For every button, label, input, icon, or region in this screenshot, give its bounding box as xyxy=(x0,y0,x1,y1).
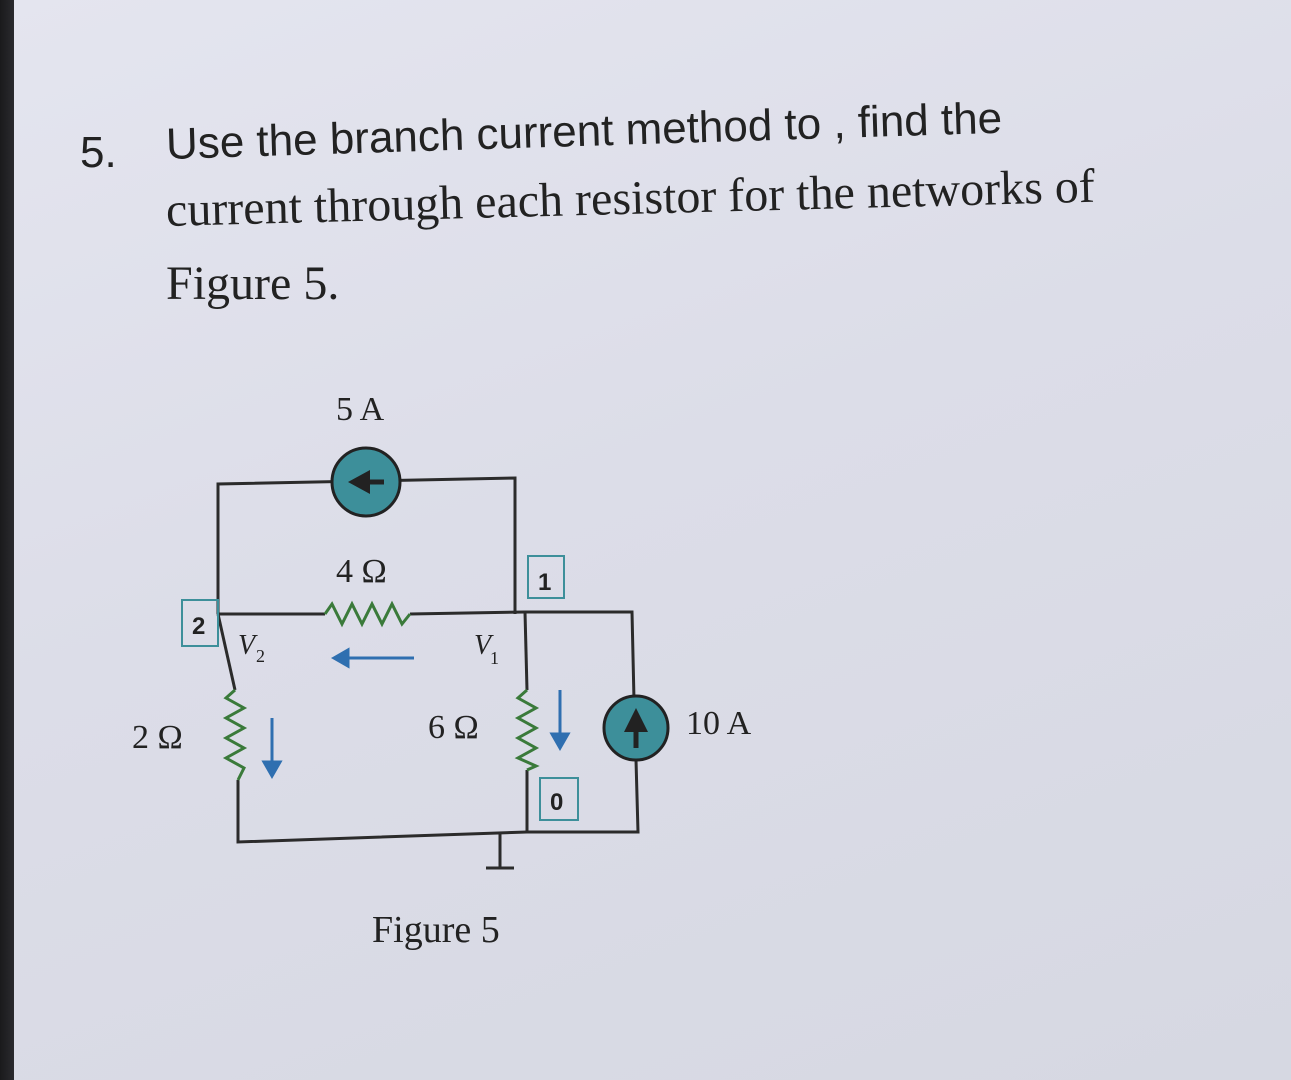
arrow-left-icon xyxy=(330,647,350,669)
wire-right-bottom xyxy=(527,759,640,834)
label-v2: V xyxy=(238,630,258,661)
node-2-box xyxy=(181,599,219,647)
arrow-up-icon xyxy=(624,708,648,732)
current-source-5a xyxy=(330,446,402,518)
arrow-left-icon xyxy=(348,470,370,494)
wire-resistor-to-node1 xyxy=(409,610,526,616)
wire-bottom xyxy=(236,780,528,844)
label-node-1: 1 xyxy=(538,569,551,596)
screen-bezel xyxy=(0,0,14,1080)
label-5a: 5 A xyxy=(336,391,385,428)
node-0-box xyxy=(539,777,579,821)
label-v1-sub: 1 xyxy=(490,648,499,668)
resistor-2-ohm xyxy=(222,688,248,781)
resistor-6-ohm xyxy=(514,688,540,772)
label-v2-sub: 2 xyxy=(256,646,265,666)
wire-left-down xyxy=(216,613,237,691)
resistor-4-ohm xyxy=(323,600,412,628)
label-node-0: 0 xyxy=(550,789,563,816)
wire-node1-down xyxy=(523,611,529,691)
question-number: 5. xyxy=(80,128,117,177)
figure-caption: Figure 5 xyxy=(372,909,500,951)
label-v1: V xyxy=(474,630,494,661)
label-2-ohm: 2 Ω xyxy=(132,719,183,756)
node-1-box xyxy=(527,555,565,599)
wire-node1-right xyxy=(525,610,636,701)
label-6-ohm: 6 Ω xyxy=(428,709,479,746)
question-line-3: Figure 5. xyxy=(166,257,340,310)
label-10a: 10 A xyxy=(686,705,752,742)
current-arrows xyxy=(261,647,571,780)
label-node-2: 2 xyxy=(192,613,205,640)
current-source-10a xyxy=(602,694,670,762)
circuit-wires xyxy=(216,476,640,870)
arrow-down-icon xyxy=(261,760,283,780)
arrow-down-icon xyxy=(549,732,571,752)
label-4-ohm: 4 Ω xyxy=(336,553,387,590)
